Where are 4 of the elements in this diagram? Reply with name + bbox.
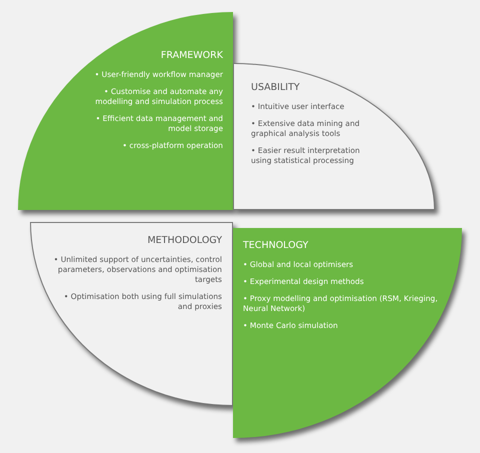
section-heading: TECHNOLOGY — [243, 240, 310, 251]
section-heading: METHODOLOGY — [146, 235, 222, 246]
section-heading: USABILITY — [251, 82, 301, 93]
section-heading: FRAMEWORK — [160, 50, 223, 61]
